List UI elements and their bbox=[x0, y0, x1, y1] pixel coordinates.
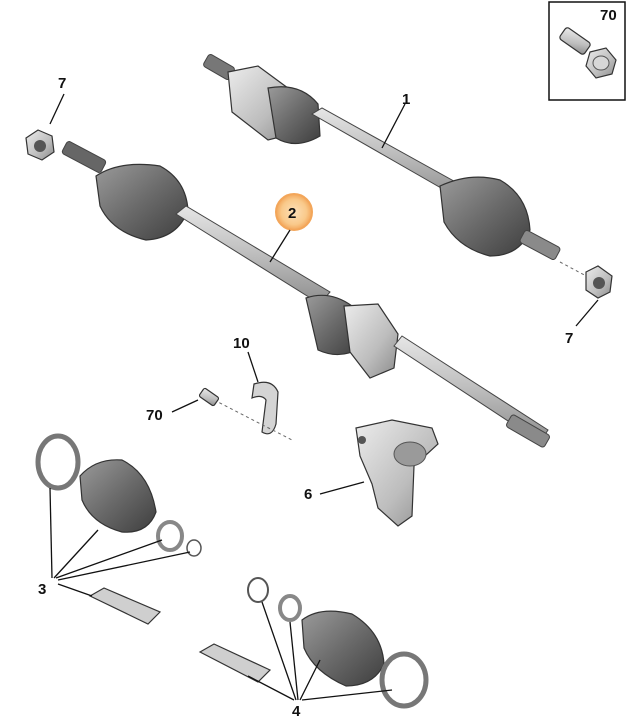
leader-70 bbox=[171, 399, 199, 413]
boot-kit-4 bbox=[198, 577, 429, 709]
callout-10[interactable]: 10 bbox=[233, 335, 250, 352]
inset-callout-70[interactable]: 70 bbox=[600, 7, 617, 24]
callout-70[interactable]: 70 bbox=[146, 407, 163, 424]
leader-1 bbox=[381, 103, 406, 149]
drive-shaft-2 bbox=[61, 141, 550, 448]
callout-7-top[interactable]: 7 bbox=[58, 75, 66, 92]
leaders-3 bbox=[49, 487, 191, 597]
boot-kit-3 bbox=[35, 433, 202, 625]
callout-2[interactable]: 2 bbox=[288, 205, 296, 222]
bolt-70-inset bbox=[559, 27, 617, 79]
leader-6 bbox=[319, 481, 365, 495]
callout-4[interactable]: 4 bbox=[292, 703, 301, 720]
callout-1[interactable]: 1 bbox=[402, 91, 410, 108]
leader-7-right bbox=[575, 299, 599, 327]
callout-6[interactable]: 6 bbox=[304, 486, 312, 503]
nut-7-top bbox=[25, 129, 55, 161]
leader-2 bbox=[269, 229, 291, 263]
callout-3[interactable]: 3 bbox=[38, 581, 46, 598]
callout-7-right[interactable]: 7 bbox=[565, 330, 573, 347]
clip-10 bbox=[213, 381, 293, 441]
leaders-4 bbox=[247, 601, 393, 701]
bolt-70 bbox=[198, 387, 220, 407]
callout-2-highlight[interactable]: 2 bbox=[275, 193, 313, 231]
drive-shaft-1 bbox=[203, 54, 561, 261]
leader-7-top bbox=[49, 93, 65, 125]
leader-10 bbox=[247, 351, 259, 383]
nut-7-right bbox=[559, 261, 613, 299]
bracket-6 bbox=[355, 419, 439, 527]
inset-box-70: 70 bbox=[548, 1, 626, 101]
